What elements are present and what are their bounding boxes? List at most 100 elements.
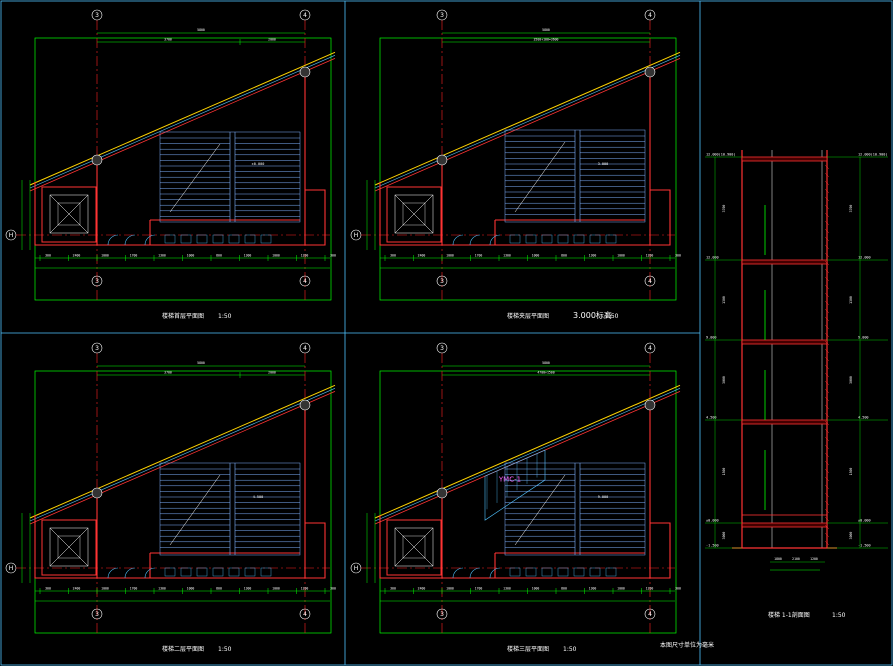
axis-bubble-3-top (436, 342, 448, 354)
axis-bubble-3-bottom-label: 3 (95, 278, 99, 285)
dim-top-label-2: 2000 (268, 38, 276, 42)
level-label-left-0: 12.000(10.900) (706, 153, 736, 157)
door-swing-0 (452, 234, 464, 246)
dim-bottom-label-7: 1300 (589, 587, 597, 591)
level-label-left-2: 9.000 (706, 336, 717, 340)
section-wall-hatch (824, 196, 830, 202)
elevator-shaft (386, 186, 442, 243)
section-wall-hatch (824, 404, 830, 410)
window-4 (573, 234, 585, 244)
dim-bottom-label-3: 1700 (475, 587, 483, 591)
dim-bottom-label-1: 2400 (73, 254, 81, 258)
sheet-note: 本图尺寸单位为毫米 (660, 641, 714, 649)
axis-bubble-h-label: H (354, 565, 359, 572)
elevator-shaft (386, 519, 442, 576)
axis-bubble-3-bottom-label: 3 (440, 278, 444, 285)
axis-bubble-3-bottom-label: 3 (440, 611, 444, 618)
panel-title: 楼梯夹层平面图 (507, 312, 549, 320)
axis-bubble-3-bottom (91, 275, 103, 287)
door-swing-2 (489, 234, 501, 246)
dim-bottom-label-7: 1300 (589, 254, 597, 258)
dim-bottom-label-7: 1300 (244, 587, 252, 591)
axis-bubble-4-bottom-label: 4 (648, 611, 652, 618)
axis-bubble-3-bottom-label: 3 (95, 611, 99, 618)
window-6 (260, 234, 272, 244)
level-label-right-2: 9.000 (858, 336, 869, 340)
section-wall-hatch (824, 428, 830, 434)
section-wall-hatch (824, 460, 830, 466)
dim-bottom-label-3: 1700 (130, 587, 138, 591)
section-wall-hatch (824, 332, 830, 338)
section-wall-hatch (824, 268, 830, 274)
section-wall-hatch (824, 444, 830, 450)
section-wall-hatch (824, 308, 830, 314)
level-label-right-4: ±0.000 (858, 519, 871, 523)
dim-bottom-label-2: 1000 (101, 587, 109, 591)
axis-bubble-h-label: H (354, 232, 359, 239)
axis-bubble-3-top-label: 3 (95, 12, 99, 19)
dim-bottom-label-10: 300 (330, 254, 336, 258)
section-dim-bottom-label-2: 1200 (810, 557, 818, 561)
dim-bottom-label-10: 300 (330, 587, 336, 591)
elevator-inner (402, 535, 426, 559)
axis-bubble-4-bottom-label: 4 (648, 278, 652, 285)
column-0 (436, 487, 448, 499)
level-label-right-3: 4.500 (858, 416, 869, 420)
window-2 (541, 567, 553, 577)
axis-bubble-3-top (436, 9, 448, 21)
roof-line-outer (29, 51, 336, 186)
dim-bottom-label-0: 300 (390, 254, 396, 258)
section-wall-hatch (824, 364, 830, 370)
section-wall-hatch (824, 172, 830, 178)
elevator-cab (394, 194, 434, 234)
elevator-cross-2 (394, 527, 434, 567)
elevator-shaft (41, 519, 97, 576)
elevator-inner (402, 202, 426, 226)
elevator-cab (49, 527, 89, 567)
dim-bottom-label-3: 1700 (475, 254, 483, 258)
dim-bottom-label-5: 1000 (187, 254, 195, 258)
dim-bottom-label-2: 1000 (101, 254, 109, 258)
elevator-cab (49, 194, 89, 234)
column-0 (91, 154, 103, 166)
axis-bubble-3-top-label: 3 (440, 345, 444, 352)
dim-bottom-label-1: 2400 (418, 254, 426, 258)
window-5 (589, 234, 601, 244)
window-5 (244, 234, 256, 244)
dim-bottom-label-6: 800 (216, 587, 222, 591)
floor-elevation: 9.000 (598, 495, 609, 499)
axis-bubble-4-top-label: 4 (303, 12, 307, 19)
window-6 (605, 234, 617, 244)
panel-title-extra: 3.000标高 (573, 310, 612, 320)
elevator-cross-2 (49, 194, 89, 234)
section-dim-right-label-4: 3000 (849, 532, 853, 540)
section-wall-hatch (824, 300, 830, 306)
column-1 (644, 399, 656, 411)
floor-elevation: 4.500 (253, 495, 264, 499)
section-wall-hatch (824, 452, 830, 458)
section-wall-hatch (824, 204, 830, 210)
section-dim-right-label-0: 3700 (849, 205, 853, 213)
section-wall-hatch (824, 468, 830, 474)
section-wall-hatch (824, 252, 830, 258)
dim-top-label-0: 5800 (197, 361, 205, 365)
section-dim-left-label-1: 1300 (722, 296, 726, 304)
level-label-left-4: ±0.000 (706, 519, 719, 523)
axis-bubble-4-top-label: 4 (303, 345, 307, 352)
panel-dim-box (379, 37, 677, 301)
axis-bubble-4-top (299, 342, 311, 354)
section-wall-hatch (824, 412, 830, 418)
dim-bottom-label-10: 300 (675, 254, 681, 258)
axis-bubble-4-bottom (299, 275, 311, 287)
section-title: 楼梯 1-1剖面图 (768, 611, 810, 619)
door-swing-1 (469, 567, 481, 579)
dim-bottom-label-9: 1200 (301, 587, 309, 591)
door-swing-1 (469, 234, 481, 246)
column-1 (644, 66, 656, 78)
axis-bubble-3-bottom (436, 608, 448, 620)
level-label-right-5: -1.500 (858, 544, 871, 548)
